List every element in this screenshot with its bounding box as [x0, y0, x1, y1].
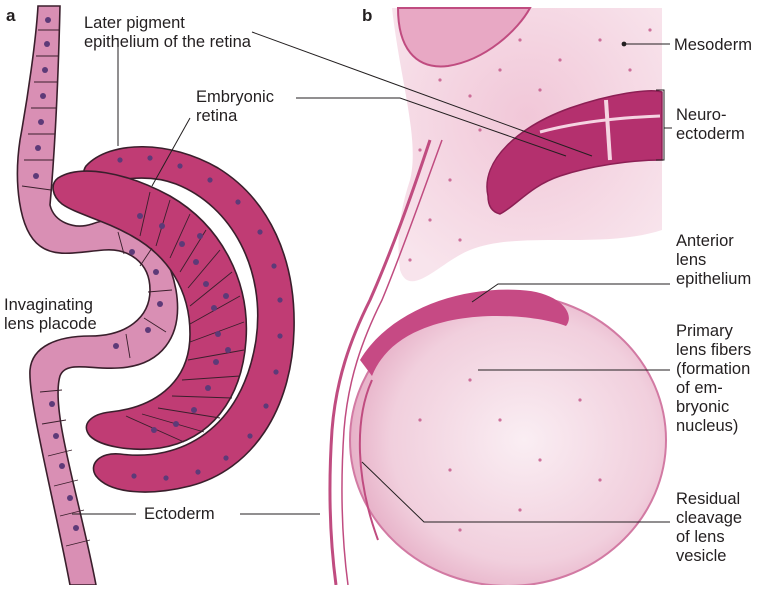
- panel-letter-b: b: [362, 6, 372, 26]
- panel-b-histology: [330, 8, 666, 585]
- label-residual-cleavage: Residual cleavage of lens vesicle: [676, 490, 742, 566]
- label-anterior-lens-epithelium: Anterior lens epithelium: [676, 232, 751, 289]
- label-embryonic-retina: Embryonic retina: [196, 88, 274, 126]
- label-mesoderm: Mesoderm: [674, 36, 752, 55]
- label-later-pigment-epithelium: Later pigment epithelium of the retina: [84, 14, 251, 52]
- label-ectoderm: Ectoderm: [144, 505, 215, 524]
- mesoderm-pointer-dot: [622, 42, 627, 47]
- label-primary-lens-fibers: Primary lens fibers (formation of em- br…: [676, 322, 751, 436]
- label-invaginating-lens-placode: Invaginating lens placode: [4, 296, 97, 334]
- label-neuroectoderm: Neuro- ectoderm: [676, 106, 745, 144]
- panel-letter-a: a: [6, 6, 15, 26]
